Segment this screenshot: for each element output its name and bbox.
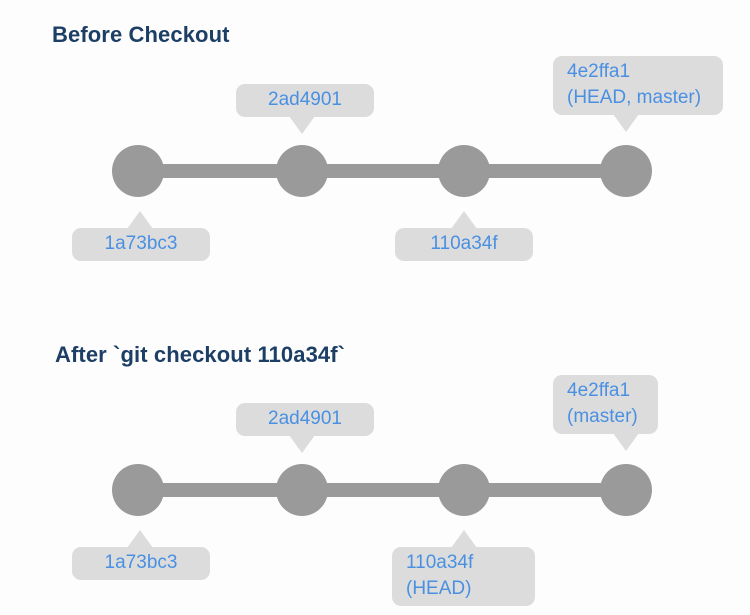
bubble-pointer-icon <box>127 530 153 548</box>
commit-label-line1: 2ad4901 <box>268 408 342 429</box>
commit-node-2ad4901-before[interactable] <box>276 145 328 197</box>
commit-label-110a34f-after[interactable]: 110a34f (HEAD) <box>392 530 535 606</box>
bubble-pointer-icon <box>613 114 639 132</box>
commit-label-line2: (master) <box>567 406 638 427</box>
commit-node-1a73bc3-before[interactable] <box>112 145 164 197</box>
commit-label-line1: 2ad4901 <box>268 89 342 110</box>
commit-label-line2: (HEAD) <box>406 578 472 599</box>
commit-label-line1: 110a34f <box>430 233 498 254</box>
commit-label-line1: 4e2ffa1 <box>567 61 631 82</box>
commit-node-110a34f-after[interactable] <box>438 464 490 516</box>
commit-label-4e2ffa1-after[interactable]: 4e2ffa1 (master) <box>553 375 658 451</box>
commit-label-4e2ffa1-before[interactable]: 4e2ffa1 (HEAD, master) <box>553 56 723 132</box>
commit-rail-before <box>138 164 626 178</box>
commit-node-2ad4901-after[interactable] <box>276 464 328 516</box>
commit-label-2ad4901-after[interactable]: 2ad4901 <box>236 403 374 453</box>
section-title-before: Before Checkout <box>52 22 230 47</box>
commit-label-1a73bc3-after[interactable]: 1a73bc3 <box>72 530 210 580</box>
commit-label-line1: 4e2ffa1 <box>567 380 631 401</box>
commit-label-110a34f-before[interactable]: 110a34f <box>395 211 533 261</box>
bubble-pointer-icon <box>289 435 315 453</box>
commit-label-2ad4901-before[interactable]: 2ad4901 <box>236 84 374 134</box>
commit-label-line2: (HEAD, master) <box>567 87 702 108</box>
commit-node-4e2ffa1-before[interactable] <box>600 145 652 197</box>
commit-node-4e2ffa1-after[interactable] <box>600 464 652 516</box>
commit-label-line1: 1a73bc3 <box>104 233 178 254</box>
commit-node-110a34f-before[interactable] <box>438 145 490 197</box>
bubble-pointer-icon <box>451 211 477 229</box>
section-title-after: After `git checkout 110a34f` <box>55 342 346 367</box>
commit-label-line1: 1a73bc3 <box>104 552 178 573</box>
bubble-pointer-icon <box>127 211 153 229</box>
commit-node-1a73bc3-after[interactable] <box>112 464 164 516</box>
bubble-pointer-icon <box>613 433 639 451</box>
bubble-pointer-icon <box>289 116 315 134</box>
commit-label-line1: 110a34f <box>406 552 474 573</box>
commit-rail-after <box>138 483 626 497</box>
commit-label-1a73bc3-before[interactable]: 1a73bc3 <box>72 211 210 261</box>
bubble-pointer-icon <box>451 530 477 548</box>
